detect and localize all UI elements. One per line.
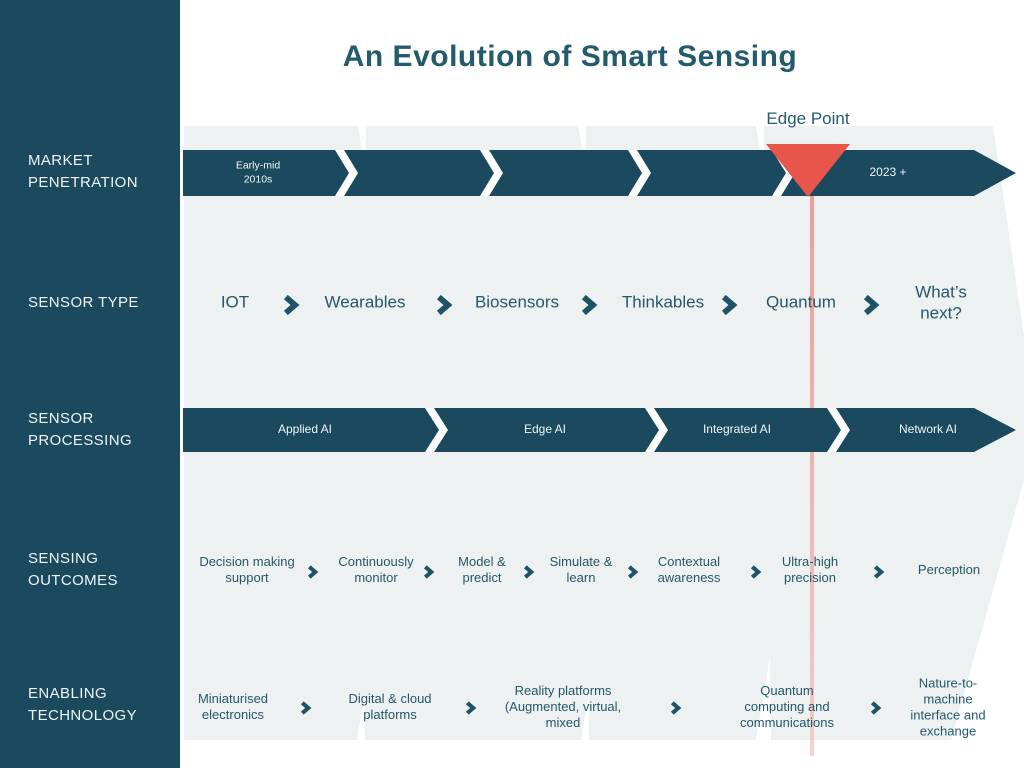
sensor-processing-band xyxy=(183,408,1016,452)
sidebar-label-market-penetration: MARKET PENETRATION xyxy=(28,152,138,191)
edge-point-label: Edge Point xyxy=(766,109,850,128)
sensing-outcome-item: Continuously monitor xyxy=(338,554,414,585)
sidebar: MARKET PENETRATION SENSOR TYPE SENSOR PR… xyxy=(0,0,180,768)
sensor-type-item: Quantum xyxy=(766,292,836,312)
sensing-outcome-item: Ultra-high precision xyxy=(781,554,839,585)
chevron-right-icon xyxy=(299,701,312,715)
sidebar-label-enabling-technology: ENABLING TECHNOLOGY xyxy=(28,685,138,724)
chevron-right-icon xyxy=(433,294,453,316)
chevron-right-icon xyxy=(306,565,319,579)
chevron-right-icon xyxy=(749,565,762,579)
sensing-outcome-item: Model & predict xyxy=(458,554,506,585)
chevron-right-icon xyxy=(280,294,300,316)
sensor-type-item: Thinkables xyxy=(621,292,705,312)
sensing-outcome-item: Decision making support xyxy=(199,554,295,585)
sensor-type-item: Biosensors xyxy=(474,292,560,312)
chevron-right-icon xyxy=(578,294,598,316)
sensing-outcome-item: Simulate & learn xyxy=(549,554,613,585)
sidebar-label-sensor-processing: SENSOR PROCESSING xyxy=(28,410,133,449)
chevron-right-icon xyxy=(718,294,738,316)
sensor-type-item: What’s next? xyxy=(915,282,967,322)
chevron-right-icon xyxy=(626,565,639,579)
enabling-technology-item: Quantum computing and communications xyxy=(740,683,834,730)
chevron-right-icon xyxy=(422,565,435,579)
enabling-technology-item: Miniaturised electronics xyxy=(197,691,269,722)
chevron-right-icon xyxy=(872,565,885,579)
chevron-right-icon xyxy=(464,701,477,715)
processing-segment-label: Network AI xyxy=(898,422,958,437)
market-end-label: 2023 + xyxy=(869,165,907,180)
chevron-right-icon xyxy=(669,701,682,715)
sensing-outcome-item: Perception xyxy=(917,562,981,578)
processing-segment-label: Edge AI xyxy=(523,422,567,437)
processing-segment-label: Applied AI xyxy=(277,422,333,437)
sensor-type-item: IOT xyxy=(220,292,250,312)
enabling-technology-item: Nature-to-machine interface and exchange xyxy=(910,675,986,738)
sidebar-label-sensor-type: SENSOR TYPE xyxy=(28,294,139,311)
page-title: An Evolution of Smart Sensing xyxy=(342,40,798,73)
edge-point-line xyxy=(810,196,814,756)
chevron-right-icon xyxy=(522,565,535,579)
chevron-right-icon xyxy=(860,294,880,316)
sidebar-label-sensing-outcomes: SENSING OUTCOMES xyxy=(28,550,118,589)
processing-segment-label: Integrated AI xyxy=(702,422,772,437)
chevron-right-icon xyxy=(869,701,882,715)
market-start-label: Early-mid 2010s xyxy=(235,159,281,185)
enabling-technology-item: Digital & cloud platforms xyxy=(348,691,432,722)
sensing-outcome-item: Contextual awareness xyxy=(657,554,721,585)
sensor-type-item: Wearables xyxy=(324,292,406,312)
enabling-technology-item: Reality platforms (Augmented, virtual, m… xyxy=(504,683,622,730)
edge-point-marker-icon xyxy=(766,144,850,197)
